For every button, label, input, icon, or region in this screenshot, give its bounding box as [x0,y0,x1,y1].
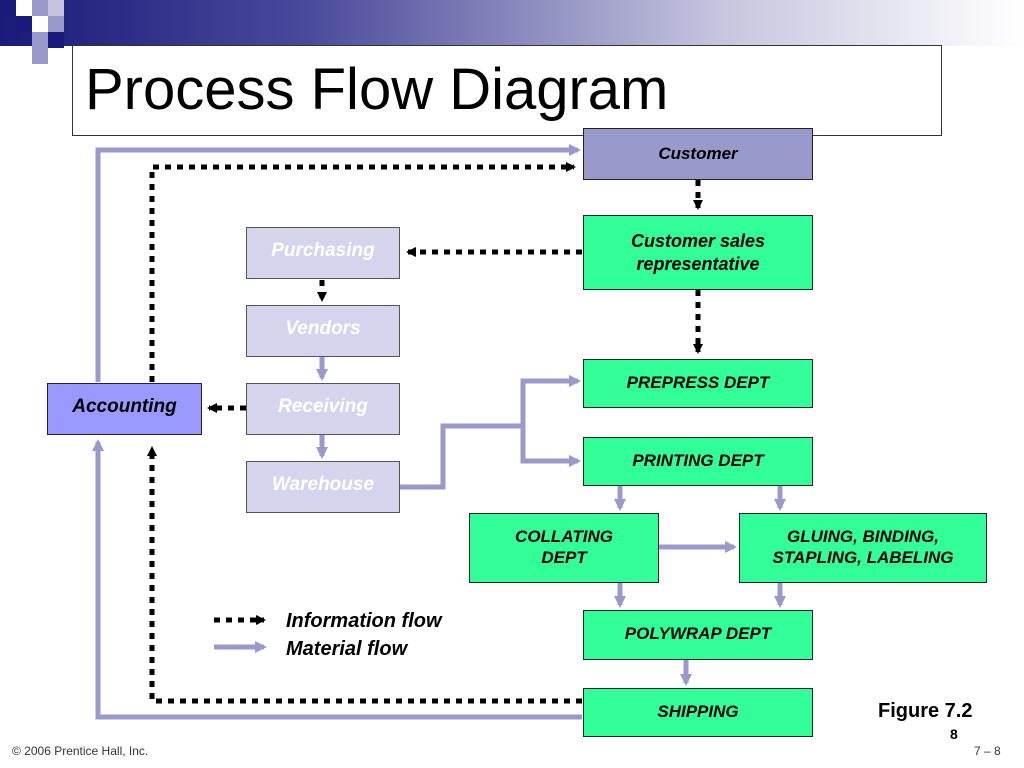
node-customer: Customer [583,128,813,180]
node-polywrap-dept: POLYWRAP DEPT [583,610,813,660]
node-collating-dept: COLLATING DEPT [469,513,659,583]
legend-information-flow: Information flow [286,610,442,632]
decorative-square [32,32,48,48]
decorative-square [32,16,48,32]
node-vendors-label: Vendors [285,318,361,339]
material-flow-warehouse-to-prepress [400,375,581,490]
node-purchasing-label: Purchasing [271,240,375,261]
material-flow-warehouse-to-printing [520,426,581,467]
footer-slide-number: 7 – 8 [974,744,1001,758]
node-accounting-label: Accounting [72,396,177,417]
node-shipping-label: SHIPPING [657,702,739,721]
decorative-square [0,0,16,16]
node-customer-sales-rep-label: Customer sales representative [630,231,766,274]
page-title: Process Flow Diagram [85,57,669,122]
node-customer-label: Customer [658,144,738,163]
material-flow-shipping-to-accounting [92,439,582,720]
node-warehouse: Warehouse [246,461,400,513]
node-gluing-label: GLUING, BINDING, STAPLING, LABELING [772,527,954,567]
decorative-square [32,48,48,64]
node-polywrap-dept-label: POLYWRAP DEPT [624,624,772,643]
node-receiving: Receiving [246,383,400,435]
node-warehouse-label: Warehouse [271,474,375,495]
header-gradient-bar [0,0,1024,46]
node-purchasing: Purchasing [246,227,400,279]
decorative-square [48,32,64,48]
node-shipping: SHIPPING [583,688,813,737]
node-customer-sales-rep: Customer sales representative [583,215,813,290]
node-accounting: Accounting [47,383,202,435]
legend-material-flow: Material flow [286,638,408,660]
node-gluing-binding-stapling-labeling: GLUING, BINDING, STAPLING, LABELING [739,513,987,583]
node-collating-dept-label: COLLATING DEPT [515,527,613,567]
title-box: Process Flow Diagram [72,45,942,136]
figure-label: Figure 7.2 [878,700,973,722]
decorative-square [16,0,32,16]
node-prepress-dept: PREPRESS DEPT [583,359,813,408]
node-receiving-label: Receiving [278,396,368,417]
node-prepress-dept-label: PREPRESS DEPT [626,373,770,392]
node-vendors: Vendors [246,305,400,357]
decorative-square [48,16,64,32]
node-printing-dept: PRINTING DEPT [583,437,813,486]
decorative-square [32,0,48,16]
decorative-square [16,16,32,32]
page-number: 8 [950,726,958,742]
node-printing-dept-label: PRINTING DEPT [632,451,764,470]
info-flow-accounting-to-customer [149,162,576,382]
decorative-square [48,0,64,16]
material-flow-accounting-to-customer [95,144,581,382]
footer-copyright: © 2006 Prentice Hall, Inc. [12,744,149,758]
